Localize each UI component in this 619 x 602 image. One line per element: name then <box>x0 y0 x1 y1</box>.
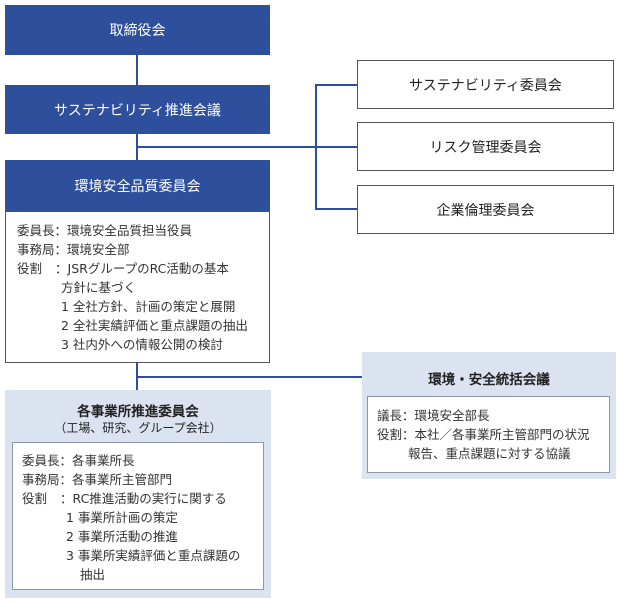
site-chair-row: 委員長： 各事業所長 <box>22 451 263 470</box>
site-role-item: 2 事業所活動の推進 <box>66 529 178 544</box>
site-role-item: 1 事業所計画の策定 <box>66 510 178 525</box>
board-label: 取締役会 <box>109 23 166 39</box>
env-chair-value: 環境安全品質担当役員 <box>67 223 193 238</box>
site-committee-panel: 各事業所推進委員会 （工場、研究、グループ会社） 委員長： 各事業所長 事務局：… <box>5 390 271 598</box>
env-safety-meeting-panel: 環境・安全統括会議 議長： 環境安全部長 役割： 本社／各事業所主管部門の状況 … <box>362 352 616 479</box>
env-committee-body: 委員長： 環境安全品質担当役員 事務局： 環境安全部 役割 ： JSRグループの… <box>5 211 270 363</box>
board-box: 取締役会 <box>5 5 270 55</box>
env-committee-header: 環境安全品質委員会 <box>5 160 270 212</box>
env-role-label: 役割 <box>17 261 43 276</box>
connector-branch-sustainability <box>315 84 357 86</box>
site-chair-value: 各事業所長 <box>72 453 135 468</box>
env-committee-title: 環境安全品質委員会 <box>74 179 201 195</box>
env-role-row: 役割 ： JSRグループのRC活動の基本 <box>17 259 269 278</box>
env-role-item: 3 社内外への情報公開の検討 <box>61 337 223 352</box>
site-chair-label: 委員長： <box>22 453 73 468</box>
connector-env-meeting <box>136 376 362 378</box>
site-role-line: RC推進活動の実行に関する <box>72 491 227 506</box>
env-safety-meeting-title: 環境・安全統括会議 <box>428 372 550 388</box>
connector-branch-ethics <box>315 208 357 210</box>
site-role-item: 抽出 <box>80 567 106 582</box>
site-secretariat-label: 事務局： <box>22 472 73 487</box>
env-role-line: JSRグループのRC活動の基本 <box>67 261 229 276</box>
site-committee-body: 委員長： 各事業所長 事務局： 各事業所主管部門 役割 ： RC推進活動の実行に… <box>12 442 264 590</box>
sustainability-committee-box: サステナビリティ委員会 <box>357 60 614 109</box>
env-chair-label: 委員長： <box>17 223 68 238</box>
meeting-role-row: 役割： 本社／各事業所主管部門の状況 <box>377 425 609 444</box>
env-role-line: 方針に基づく <box>61 280 137 295</box>
meeting-chair-value: 環境安全部長 <box>414 408 490 423</box>
env-role-item: 1 全社方針、計画の策定と展開 <box>61 299 236 314</box>
meeting-role-label: 役割： <box>377 427 415 442</box>
meeting-chair-label: 議長： <box>377 408 415 423</box>
env-chair-row: 委員長： 環境安全品質担当役員 <box>17 221 269 240</box>
connector-branch-risk <box>315 146 357 148</box>
env-role-item: 2 全社実績評価と重点課題の抽出 <box>61 318 248 333</box>
env-secretariat-row: 事務局： 環境安全部 <box>17 240 269 259</box>
ethics-committee-box: 企業倫理委員会 <box>357 185 614 234</box>
env-secretariat-label: 事務局： <box>17 242 68 257</box>
site-role-item: 3 事業所実績評価と重点課題の <box>66 548 241 563</box>
site-role-sep: ： <box>60 491 73 506</box>
env-safety-meeting-body: 議長： 環境安全部長 役割： 本社／各事業所主管部門の状況 報告、重点課題に対す… <box>367 396 610 473</box>
sustainability-council-box: サステナビリティ推進会議 <box>5 85 270 134</box>
site-secretariat-row: 事務局： 各事業所主管部門 <box>22 470 263 489</box>
risk-committee-label: リスク管理委員会 <box>429 139 542 156</box>
site-secretariat-value: 各事業所主管部門 <box>72 472 173 487</box>
site-role-row: 役割 ： RC推進活動の実行に関する <box>22 489 263 508</box>
site-committee-title: 各事業所推進委員会 <box>77 404 199 420</box>
site-committee-subtitle: （工場、研究、グループ会社） <box>54 421 222 435</box>
site-role-label: 役割 <box>22 491 48 506</box>
meeting-role-line: 報告、重点課題に対する協議 <box>408 446 571 461</box>
connector-horizontal-committees <box>136 146 357 148</box>
meeting-chair-row: 議長： 環境安全部長 <box>377 406 609 425</box>
ethics-committee-label: 企業倫理委員会 <box>436 202 535 219</box>
sustainability-committee-label: サステナビリティ委員会 <box>409 77 562 94</box>
env-role-sep: ： <box>55 261 68 276</box>
env-secretariat-value: 環境安全部 <box>67 242 130 257</box>
meeting-role-line: 本社／各事業所主管部門の状況 <box>414 427 590 442</box>
risk-committee-box: リスク管理委員会 <box>357 122 614 171</box>
connector-board-council <box>136 55 138 85</box>
sustainability-council-label: サステナビリティ推進会議 <box>54 102 221 119</box>
